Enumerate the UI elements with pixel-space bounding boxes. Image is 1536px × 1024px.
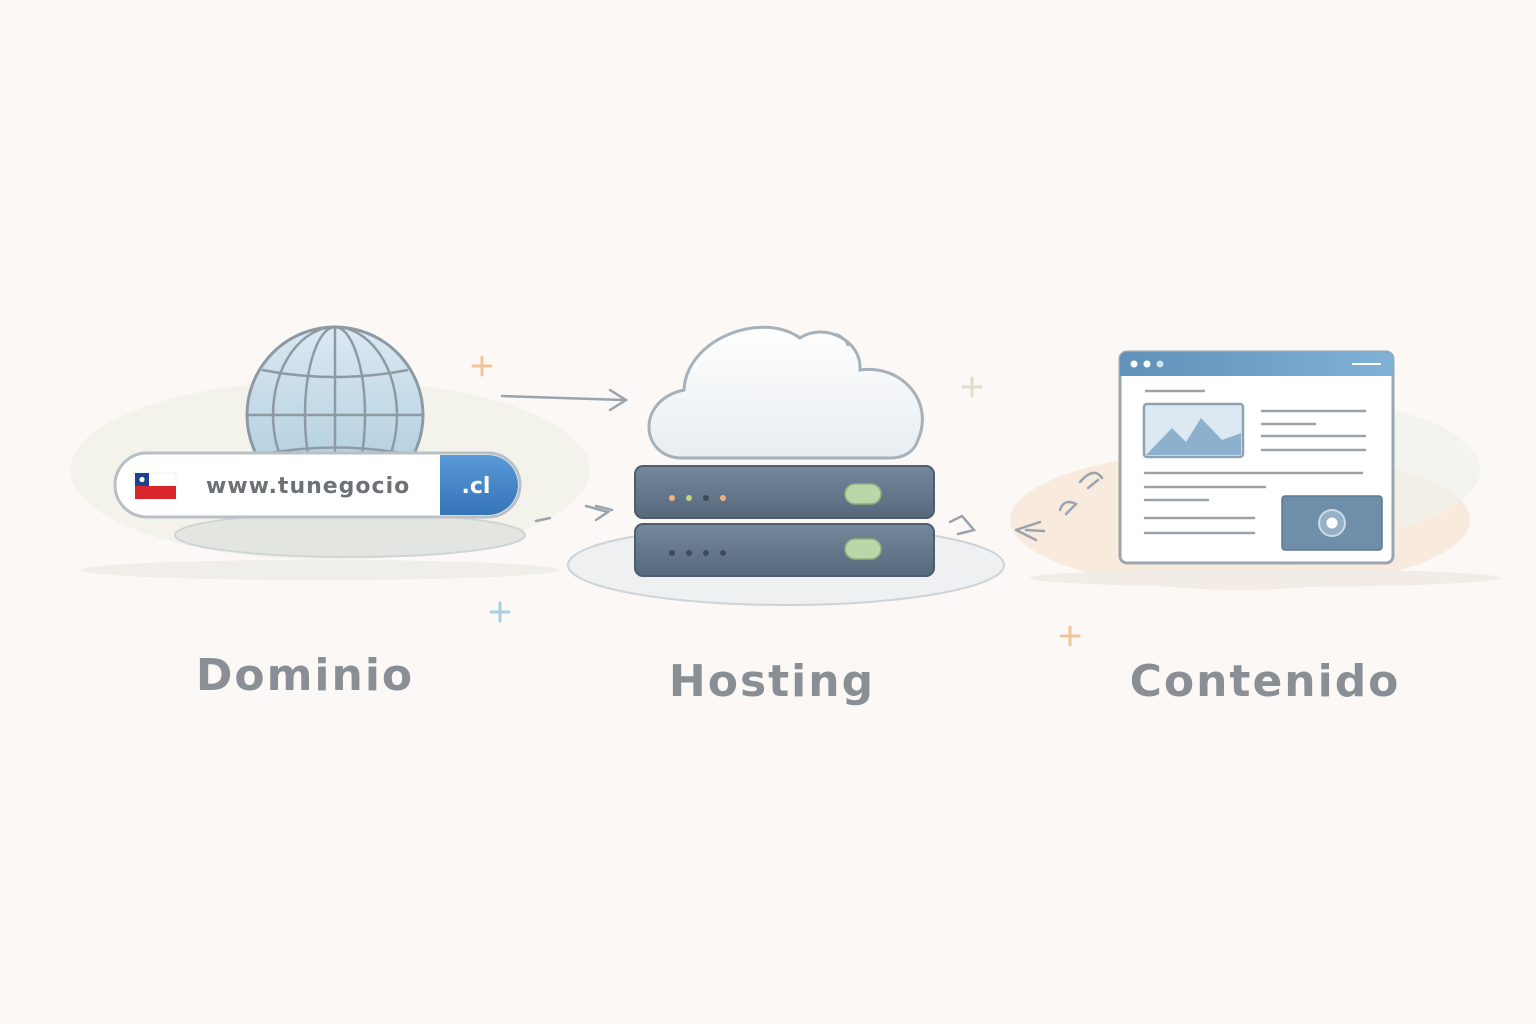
sketch-mark-2 — [534, 516, 552, 523]
caption-contenido: Contenido — [1129, 656, 1401, 707]
domain-group: www.tunegocio .cl — [113, 325, 526, 558]
domain-tld-label: .cl — [462, 474, 491, 499]
domain-url-bar[interactable] — [113, 451, 522, 519]
cloud-icon — [647, 325, 924, 460]
image-placeholder-icon — [1142, 402, 1245, 459]
server-led-icons — [669, 495, 726, 556]
arrow-right-icon — [500, 388, 629, 412]
sparkles — [471, 355, 1081, 647]
sparkle-icon — [961, 376, 983, 398]
sparkle-icon — [489, 601, 511, 623]
sketch-mark-4 — [1058, 500, 1079, 516]
sketch-mark-5 — [1078, 471, 1104, 490]
chile-flag-icon — [134, 472, 177, 499]
arrow-left-icon — [1014, 520, 1046, 542]
caption-dominio: Dominio — [195, 650, 415, 701]
video-placeholder-icon — [1281, 495, 1383, 551]
server-status-pill — [844, 483, 882, 505]
server-unit — [634, 465, 935, 519]
sketch-mark-3 — [948, 514, 977, 536]
sparkle-icon — [1059, 625, 1081, 647]
connector-arrows — [500, 388, 1104, 542]
server-rack-icon — [634, 465, 935, 577]
domain-url-text: www.tunegocio — [206, 474, 410, 499]
browser-window-icon — [1118, 350, 1395, 565]
hosting-group — [567, 325, 1005, 606]
server-status-pill — [844, 538, 882, 560]
sketch-mark-1 — [584, 504, 614, 522]
domain-platform — [174, 512, 526, 558]
server-unit — [634, 523, 935, 577]
caption-hosting: Hosting — [668, 656, 876, 707]
sparkle-icon — [471, 355, 493, 377]
text-lines — [1143, 409, 1367, 535]
